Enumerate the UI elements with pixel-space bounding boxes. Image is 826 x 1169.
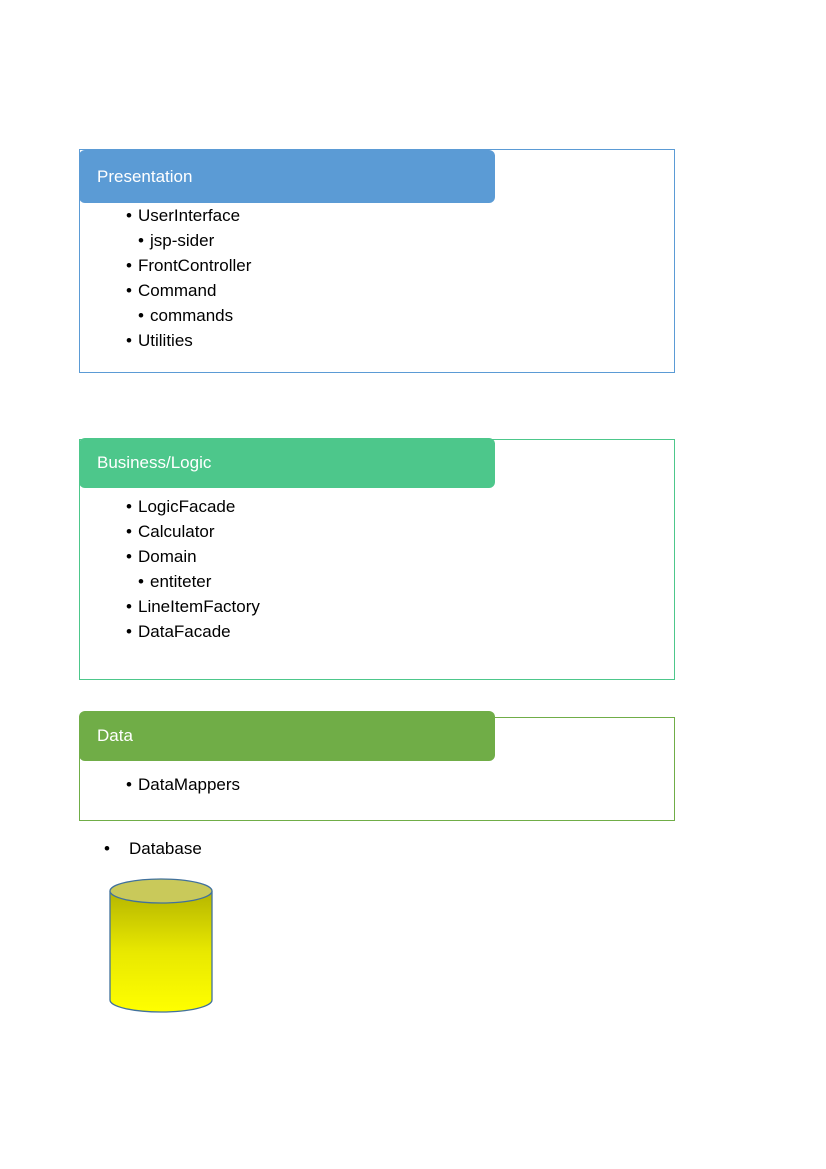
list-item: •entiteter xyxy=(138,572,212,591)
presentation-layer-header: Presentation xyxy=(79,150,495,203)
list-item: •Command xyxy=(126,281,217,300)
item-label: Domain xyxy=(138,547,197,566)
item-label: LineItemFactory xyxy=(138,597,260,616)
bullet-icon: • xyxy=(104,839,110,858)
list-item: •Domain xyxy=(126,547,197,566)
business-layer-title: Business/Logic xyxy=(97,453,212,472)
item-label: Command xyxy=(138,281,217,300)
item-label: FrontController xyxy=(138,256,252,275)
item-label: UserInterface xyxy=(138,206,241,225)
item-label: Calculator xyxy=(138,522,215,541)
business-layer-header: Business/Logic xyxy=(79,438,495,488)
presentation-item-list: •UserInterface •jsp-sider •FrontControll… xyxy=(126,203,251,353)
item-label: entiteter xyxy=(150,572,212,591)
item-label: jsp-sider xyxy=(150,231,215,250)
list-item: •DataMappers xyxy=(126,775,241,794)
list-item: •UserInterface xyxy=(126,206,241,225)
business-item-list: •LogicFacade •Calculator •Domain •entite… xyxy=(126,494,260,644)
item-label: commands xyxy=(150,306,234,325)
list-item: •jsp-sider xyxy=(138,231,215,250)
data-layer-header: Data xyxy=(79,711,495,761)
data-layer-title: Data xyxy=(97,726,133,745)
list-item: •Utilities xyxy=(126,331,193,350)
list-item: •commands xyxy=(138,306,234,325)
list-item: •FrontController xyxy=(126,256,252,275)
list-item: •LogicFacade xyxy=(126,497,236,516)
item-label: DataMappers xyxy=(138,775,241,794)
data-item-list: •DataMappers xyxy=(126,772,240,797)
database-list-item: • Database xyxy=(104,836,202,861)
item-label: LogicFacade xyxy=(138,497,236,516)
list-item: •DataFacade xyxy=(126,622,231,641)
database-cylinder-icon xyxy=(109,878,213,1013)
item-label: DataFacade xyxy=(138,622,231,641)
list-item: •Calculator xyxy=(126,522,215,541)
item-label: Utilities xyxy=(138,331,193,350)
presentation-layer-title: Presentation xyxy=(97,166,193,186)
list-item: •LineItemFactory xyxy=(126,597,260,616)
database-label: Database xyxy=(129,839,202,858)
